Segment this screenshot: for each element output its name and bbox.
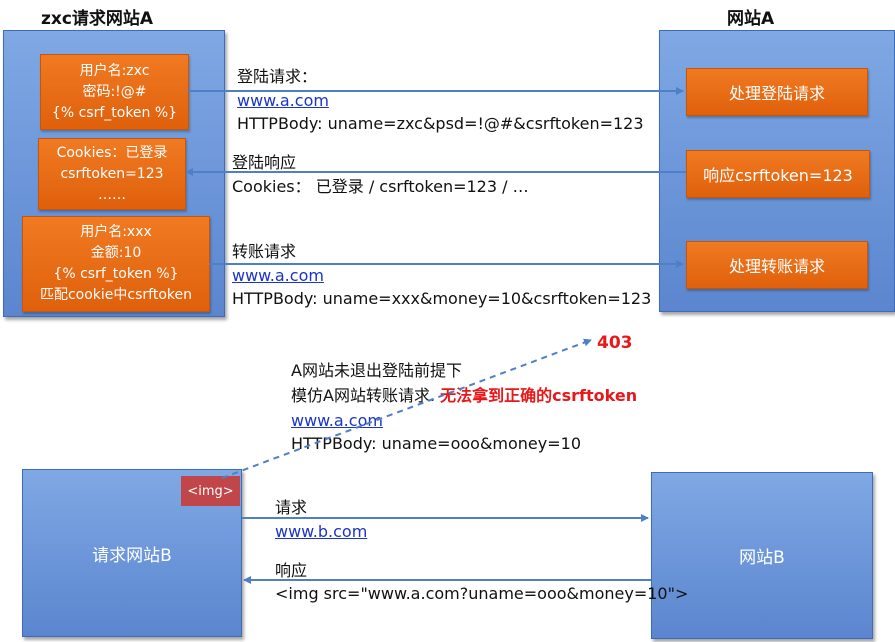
transfer-username: 用户名:xxx xyxy=(80,224,152,240)
response-token-label: 响应csrftoken=123 xyxy=(703,166,853,185)
handle-transfer-box: 处理转账请求 xyxy=(686,241,868,289)
transfer-amount: 金额:10 xyxy=(90,245,142,261)
forbidden-403-label: 403 xyxy=(597,333,633,353)
attack-premise: A网站未退出登陆前提下 xyxy=(291,361,462,380)
site-b-response-body: <img src="www.a.com?uname=ooo&money=10"> xyxy=(275,584,689,603)
handle-transfer-label: 处理转账请求 xyxy=(728,257,825,276)
transfer-match-note: 匹配cookie中csrftoken xyxy=(39,287,193,303)
login-response-title: 登陆响应 xyxy=(232,153,297,172)
site-b-request-link[interactable]: www.b.com xyxy=(275,522,368,541)
img-tag-badge: <img> xyxy=(181,476,240,506)
login-password: 密码:!@# xyxy=(82,83,147,100)
attack-description-prefix: 模仿A网站转账请求. xyxy=(291,386,441,405)
transfer-request-link[interactable]: www.a.com xyxy=(232,266,324,285)
forged-request-arrow xyxy=(221,338,592,479)
login-request-title: 登陆请求： xyxy=(237,67,318,86)
attack-description: 模仿A网站转账请求. 无法拿到正确的csrftoken xyxy=(291,385,637,406)
transfer-request-title: 转账请求 xyxy=(232,242,297,261)
transfer-form-box: 用户名:xxx 金额:10 {% csrf_token %} 匹配cookie中… xyxy=(22,216,210,312)
attack-link[interactable]: www.a.com xyxy=(291,411,383,430)
login-csrf-tag: {% csrf_token %} xyxy=(51,104,178,121)
response-token-box: 响应csrftoken=123 xyxy=(686,150,870,198)
site-b-response-title: 响应 xyxy=(275,561,308,580)
login-response-body: Cookies： 已登录 / csrftoken=123 / … xyxy=(232,177,529,196)
client-a-title: zxc请求网站A xyxy=(41,9,154,29)
handle-login-box: 处理登陆请求 xyxy=(686,68,868,116)
transfer-csrf-tag: {% csrf_token %} xyxy=(53,266,179,282)
site-b-client-label: 请求网站B xyxy=(92,545,172,566)
site-b-label: 网站B xyxy=(739,548,785,568)
cookie-store-box: Cookies：已登录 csrftoken=123 …… xyxy=(38,138,186,210)
login-username: 用户名:zxc xyxy=(79,62,150,79)
transfer-request-body: HTTPBody: uname=xxx&money=10&csrftoken=1… xyxy=(232,289,652,308)
cookie-csrftoken: csrftoken=123 xyxy=(60,165,164,182)
handle-login-label: 处理登陆请求 xyxy=(728,84,825,103)
img-tag-label: <img> xyxy=(187,483,234,499)
login-request-body: HTTPBody: uname=zxc&psd=!@#&csrftoken=12… xyxy=(237,114,644,133)
cookie-status: Cookies：已登录 xyxy=(56,144,168,161)
login-request-link[interactable]: www.a.com xyxy=(237,91,329,110)
attack-body: HTTPBody: uname=ooo&money=10 xyxy=(291,434,582,453)
site-b-panel: 网站B xyxy=(651,472,873,639)
site-a-title: 网站A xyxy=(727,9,775,29)
site-b-request-title: 请求 xyxy=(275,498,308,517)
cookie-ellipsis: …… xyxy=(98,186,126,203)
attack-failure-note: 无法拿到正确的csrftoken xyxy=(440,386,638,405)
